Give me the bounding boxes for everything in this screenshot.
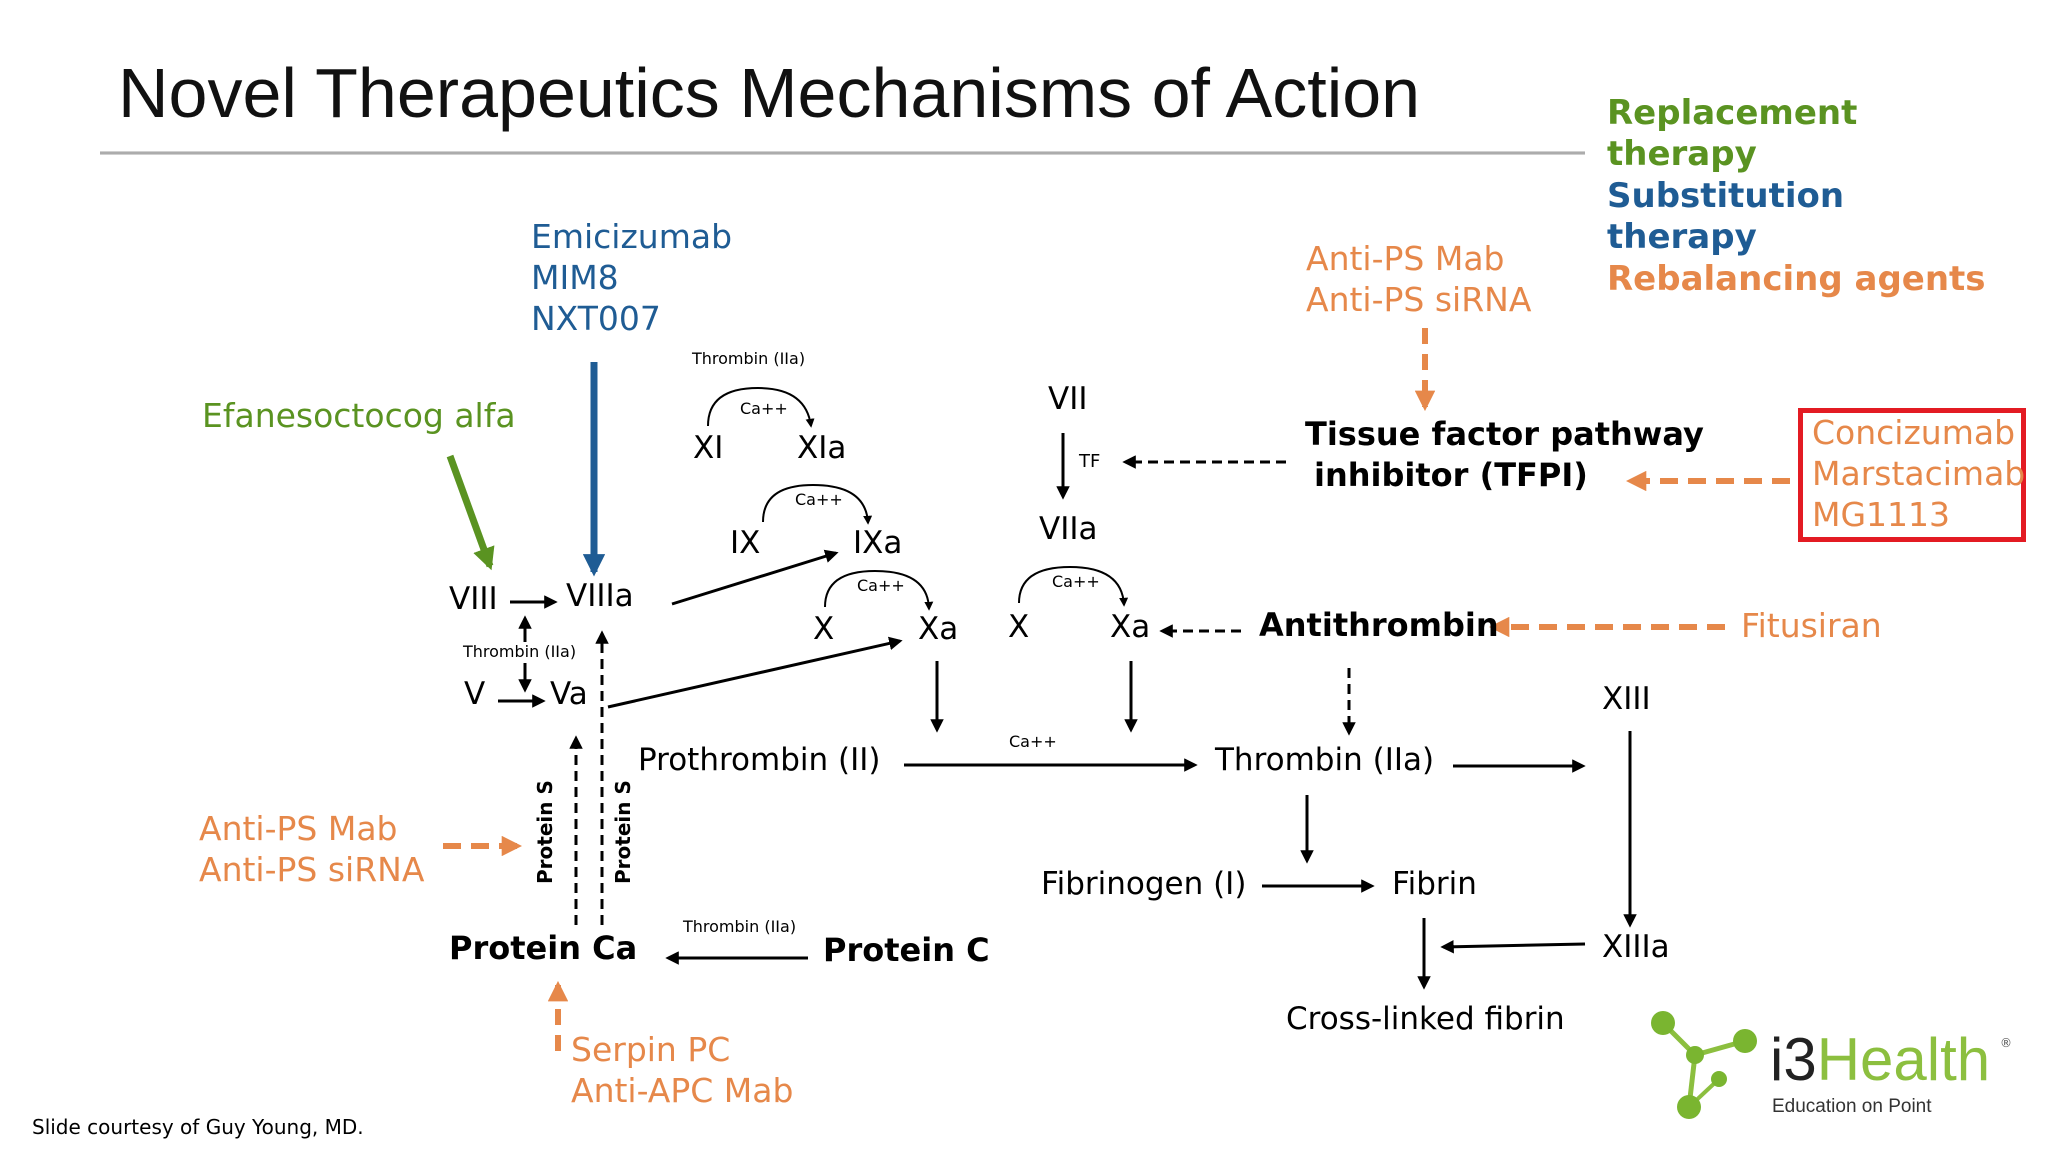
efanesoctocog-label: Efanesoctocog alfa: [202, 396, 516, 435]
node-protein-ca: Protein Ca: [449, 929, 638, 967]
node-antithrombin: Antithrombin: [1259, 606, 1499, 644]
anti-ps-sirna-top-label: Anti-PS siRNA: [1306, 280, 1532, 319]
legend-rebalancing: Rebalancing agents: [1607, 259, 1986, 299]
node-tfpi-line2: inhibitor (TFPI): [1314, 456, 1588, 494]
legend-substitution-line1: Substitution: [1607, 176, 1845, 216]
node-viia: VIIa: [1039, 511, 1098, 547]
node-fibrin: Fibrin: [1392, 866, 1477, 902]
va-to-xa-arrow: [607, 636, 903, 709]
footer-credit: Slide courtesy of Guy Young, MD.: [32, 1115, 364, 1139]
node-viii: VIII: [449, 581, 498, 617]
emicizumab-label: Emicizumab: [531, 217, 733, 256]
ca-curve-ix: [762, 483, 873, 525]
serpin-pc-label: Serpin PC: [571, 1030, 731, 1069]
marstacimab-label: Marstacimab: [1812, 454, 2026, 493]
node-ix: IX: [730, 525, 761, 561]
node-ixa: IXa: [853, 525, 903, 561]
anti-ps-sirna-left-label: Anti-PS siRNA: [199, 850, 425, 889]
concizumab-label: Concizumab: [1812, 413, 2016, 452]
ca-curve-xi: [707, 386, 815, 428]
label-thrombin-iia-bottom: Thrombin (IIa): [683, 917, 797, 936]
logo-tagline: Education on Point: [1772, 1096, 1932, 1117]
label-ca-x1: Ca++: [857, 576, 905, 595]
node-xa-2: Xa: [1110, 609, 1151, 645]
node-xia: XIa: [797, 430, 847, 466]
node-xiiia: XIIIa: [1602, 929, 1670, 965]
i3health-logo-icon: [1651, 1011, 1757, 1119]
node-thrombin: Thrombin (IIa): [1215, 742, 1435, 778]
title-divider: [100, 151, 1585, 155]
viiia-to-ixa-arrow: [671, 549, 839, 606]
node-xa-1: Xa: [918, 611, 959, 647]
logo-wordmark: i3Health: [1770, 1026, 1991, 1093]
node-vii: VII: [1048, 381, 1088, 417]
node-x-1: X: [813, 611, 835, 647]
mim8-label: MIM8: [531, 258, 619, 297]
node-protein-c: Protein C: [823, 931, 990, 969]
mg1113-label: MG1113: [1812, 495, 1951, 534]
anti-apc-mab-label: Anti-APC Mab: [571, 1071, 794, 1110]
label-ca-x2: Ca++: [1052, 572, 1100, 591]
node-protein-s-right: Protein S: [611, 780, 635, 884]
legend-substitution-line2: therapy: [1607, 217, 1757, 257]
highlight-box: [1798, 408, 2026, 542]
label-ca-xi: Ca++: [740, 399, 788, 418]
efanesoctocog-arrow: [446, 454, 495, 571]
node-protein-s-left: Protein S: [533, 780, 557, 884]
node-x-2: X: [1008, 609, 1030, 645]
node-fibrinogen: Fibrinogen (I): [1041, 866, 1247, 902]
xiiia-to-fibrin-arrow: [1440, 940, 1586, 954]
label-ca-prothrombin: Ca++: [1009, 732, 1057, 751]
label-tf: TF: [1079, 451, 1101, 472]
ca-curve-x1: [824, 569, 934, 611]
label-thrombin-iia-left: Thrombin (IIa): [463, 642, 577, 661]
node-tfpi-line1: Tissue factor pathway: [1305, 415, 1704, 453]
page-title: Novel Therapeutics Mechanisms of Action: [118, 54, 1421, 132]
node-va: Va: [550, 676, 588, 712]
nxt007-label: NXT007: [531, 299, 661, 338]
node-crosslinked-fibrin: Cross-linked fibrin: [1286, 1001, 1565, 1037]
anti-ps-mab-left-label: Anti-PS Mab: [199, 809, 398, 848]
node-xiii: XIII: [1602, 681, 1651, 717]
legend-replacement-line2: therapy: [1607, 134, 1757, 174]
anti-ps-mab-top-label: Anti-PS Mab: [1306, 239, 1505, 278]
node-prothrombin: Prothrombin (II): [638, 742, 881, 778]
node-viiia: VIIIa: [566, 578, 634, 614]
node-xi: XI: [693, 430, 724, 466]
label-ca-ix: Ca++: [795, 490, 843, 509]
legend-replacement-line1: Replacement: [1607, 93, 1858, 133]
node-v: V: [464, 676, 486, 712]
logo-registered-mark: ®: [2000, 1036, 2012, 1050]
label-thrombin-iia-top: Thrombin (IIa): [692, 349, 806, 368]
ca-curve-x2: [1018, 565, 1129, 607]
fitusiran-label: Fitusiran: [1741, 606, 1882, 645]
